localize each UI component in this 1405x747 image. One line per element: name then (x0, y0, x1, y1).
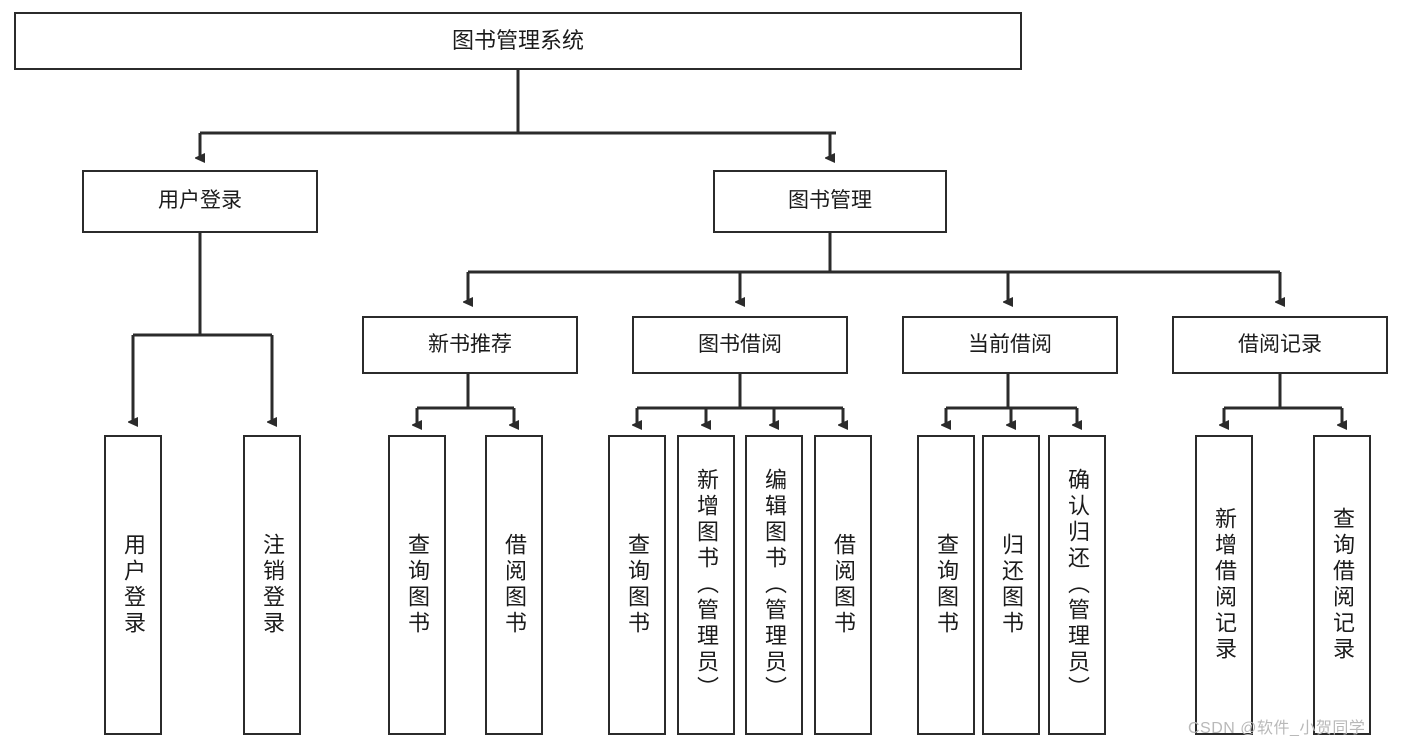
node-label: 借阅图书 (831, 533, 856, 637)
node-label: 注销登录 (260, 533, 285, 637)
leaf-user-login-login[interactable]: 用户登录 (104, 435, 162, 735)
node-label: 新增借阅记录 (1212, 507, 1237, 663)
node-label: 查询图书 (625, 533, 650, 637)
node-label: 用户登录 (158, 189, 242, 213)
node-label: 借阅记录 (1238, 332, 1322, 356)
leaf-book-borrow-edit[interactable]: 编辑图书（管理员） (745, 435, 803, 735)
node-label: 查询图书 (934, 533, 959, 637)
leaf-user-login-logout[interactable]: 注销登录 (243, 435, 301, 735)
leaf-book-borrow-query[interactable]: 查询图书 (608, 435, 666, 735)
node-root[interactable]: 图书管理系统 (14, 12, 1022, 70)
node-label: 图书管理系统 (451, 28, 584, 54)
leaf-book-borrow-add[interactable]: 新增图书（管理员） (677, 435, 735, 735)
node-label: 当前借阅 (968, 332, 1052, 356)
node-label: 查询借阅记录 (1330, 507, 1355, 663)
leaf-book-borrow-borrow[interactable]: 借阅图书 (814, 435, 872, 735)
node-book-management[interactable]: 图书管理 (713, 170, 947, 233)
node-label: 查询图书 (405, 533, 430, 637)
leaf-borrow-record-add[interactable]: 新增借阅记录 (1195, 435, 1253, 735)
node-label: 图书借阅 (698, 332, 782, 356)
node-borrow-records[interactable]: 借阅记录 (1172, 316, 1388, 374)
leaf-borrow-record-query[interactable]: 查询借阅记录 (1313, 435, 1371, 735)
node-label: 用户登录 (121, 533, 146, 637)
node-book-borrow[interactable]: 图书借阅 (632, 316, 848, 374)
node-label: 确认归还（管理员） (1065, 468, 1090, 702)
node-label: 新书推荐 (428, 332, 512, 356)
node-label: 图书管理 (788, 189, 872, 213)
leaf-new-book-query[interactable]: 查询图书 (388, 435, 446, 735)
csdn-watermark: CSDN @软件_小贺同学 (1188, 720, 1366, 737)
node-current-borrow[interactable]: 当前借阅 (902, 316, 1118, 374)
node-new-book-recommend[interactable]: 新书推荐 (362, 316, 578, 374)
leaf-current-borrow-return[interactable]: 归还图书 (982, 435, 1040, 735)
leaf-new-book-borrow[interactable]: 借阅图书 (485, 435, 543, 735)
node-label: 归还图书 (999, 533, 1024, 637)
leaf-current-borrow-query[interactable]: 查询图书 (917, 435, 975, 735)
node-user-login[interactable]: 用户登录 (82, 170, 318, 233)
leaf-current-borrow-confirm-return[interactable]: 确认归还（管理员） (1048, 435, 1106, 735)
node-label: 编辑图书（管理员） (762, 468, 787, 702)
node-label: 借阅图书 (502, 533, 527, 637)
node-label: 新增图书（管理员） (694, 468, 719, 702)
